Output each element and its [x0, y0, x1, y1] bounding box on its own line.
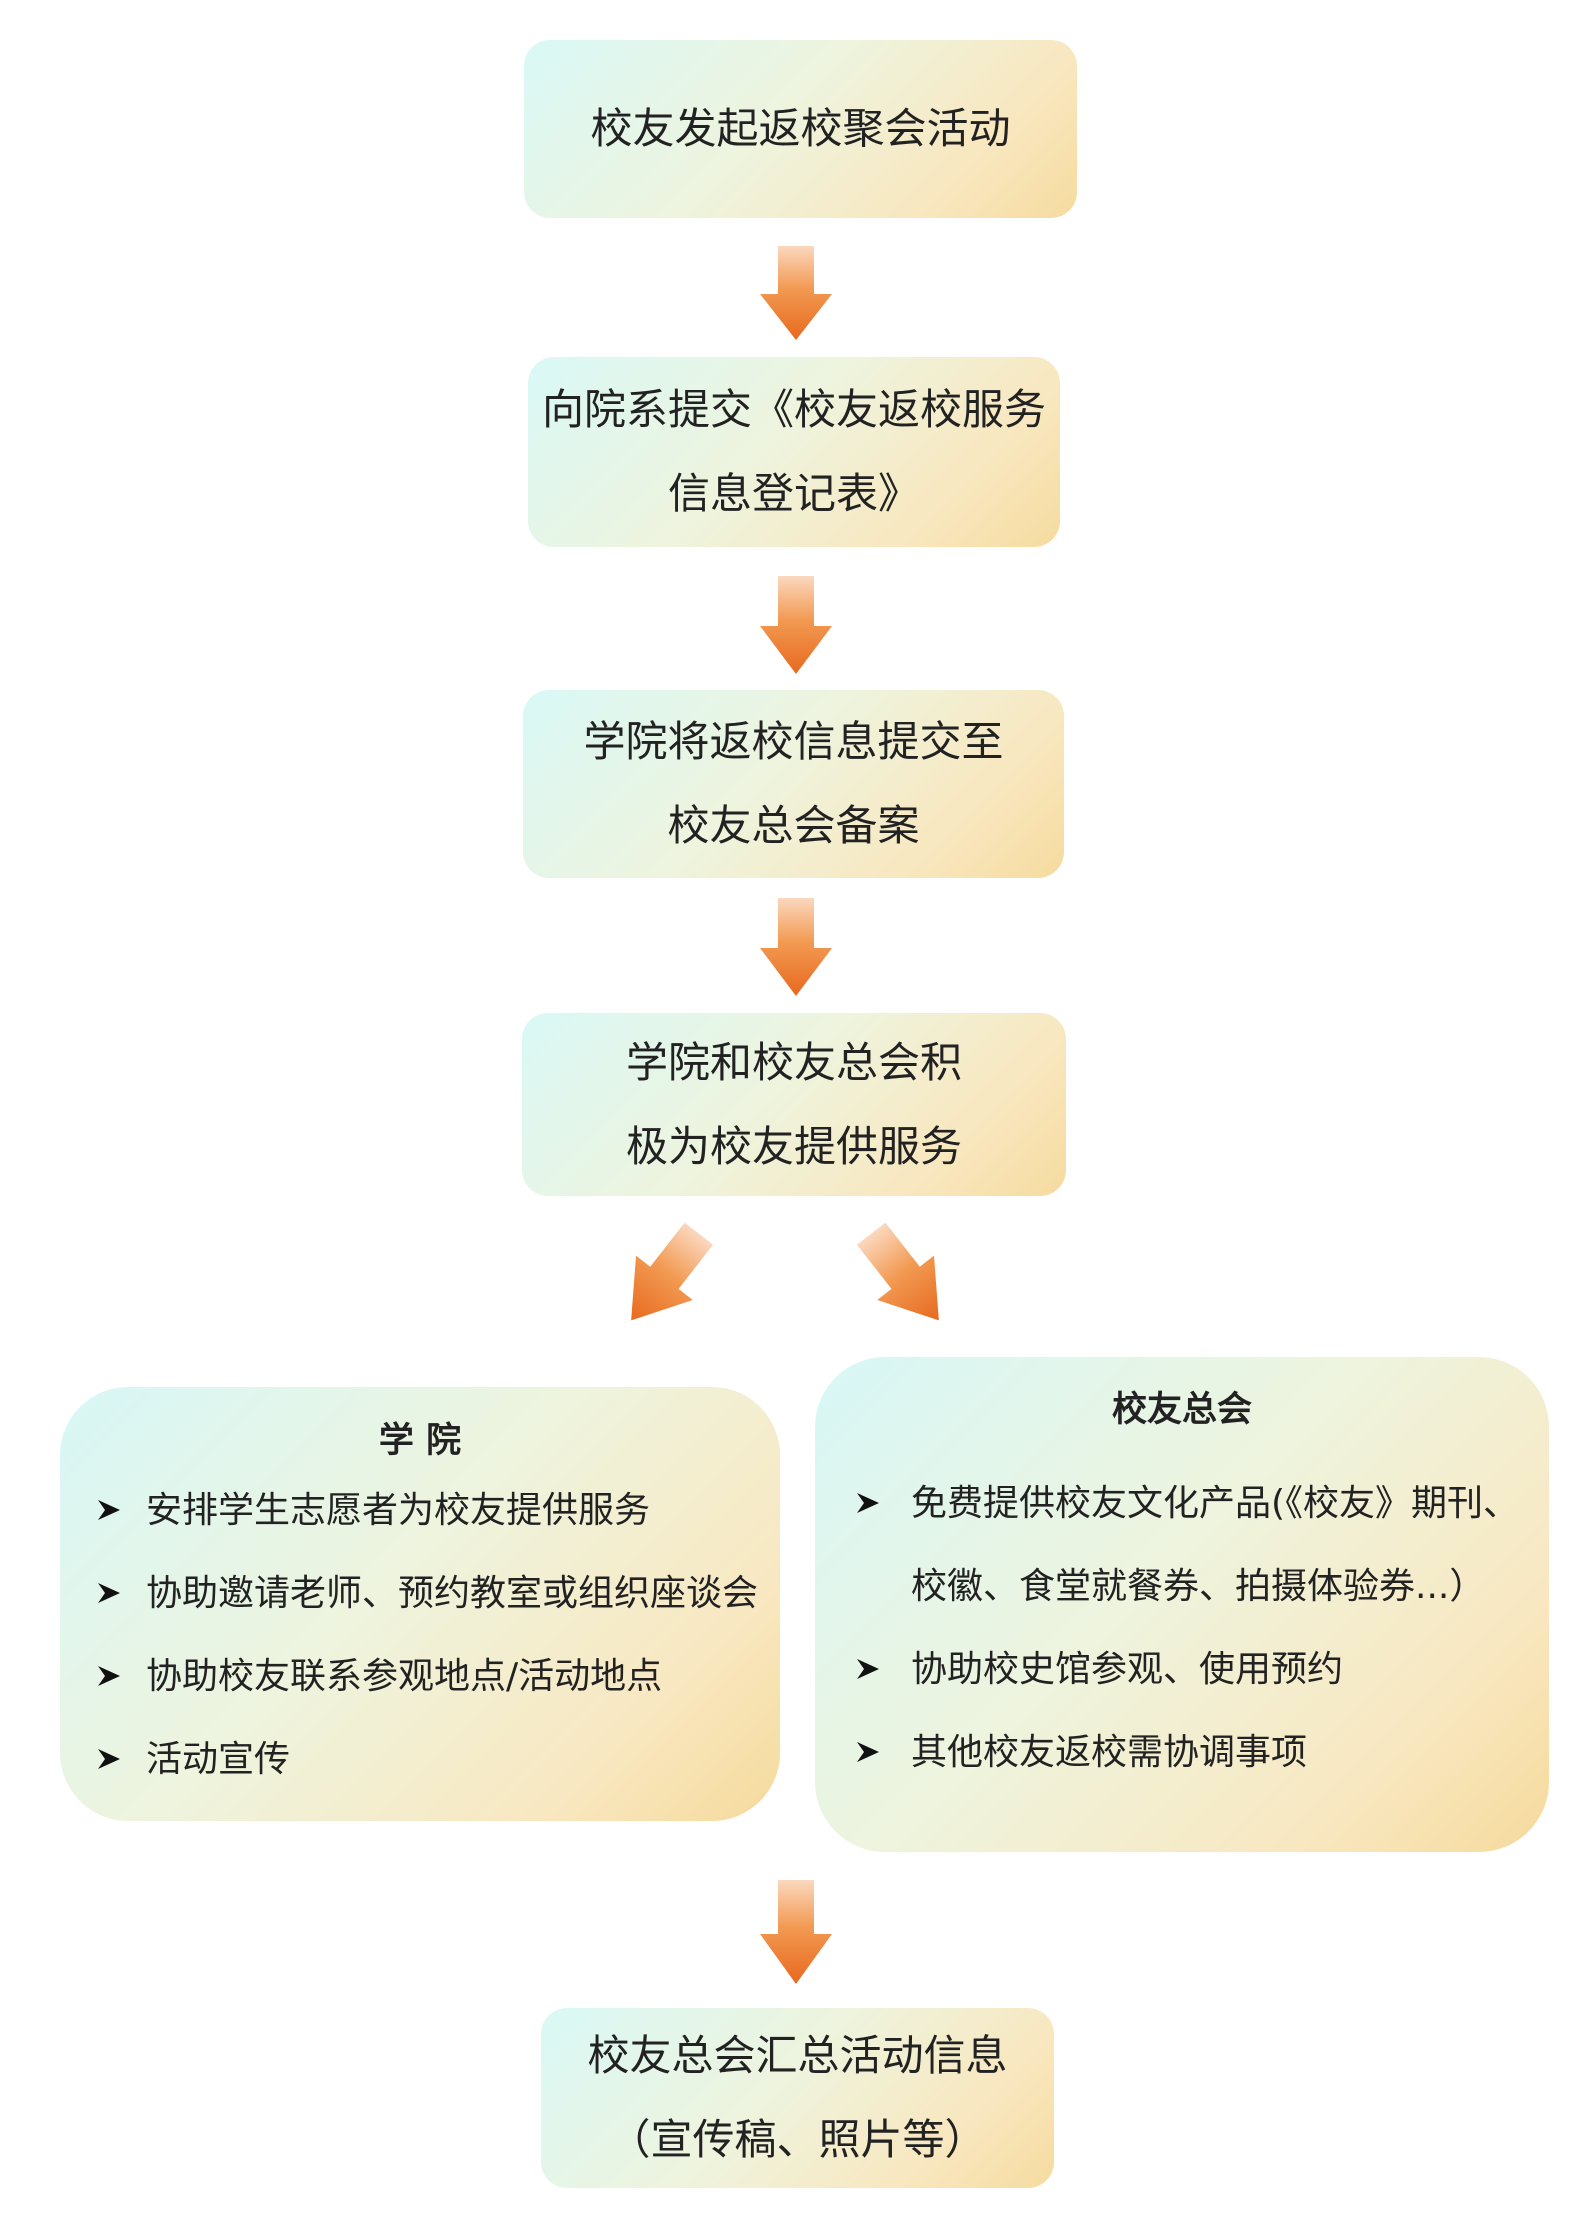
- step-4-line-1: 学院和校友总会积: [625, 1037, 962, 1087]
- arrow-bullet-icon: [857, 1493, 879, 1513]
- arrow-bullet-icon: [98, 1749, 120, 1769]
- step-2-line-1: 向院系提交《校友返校服务: [541, 385, 1046, 434]
- step-5-line-1: 校友总会汇总活动信息: [587, 2031, 1008, 2080]
- step-4-box: 学院和校友总会积 极为校友提供服务: [522, 1013, 1066, 1196]
- step-2-box: 向院系提交《校友返校服务 信息登记表》: [528, 357, 1060, 547]
- step-5-line-2: （宣传稿、照片等）: [608, 2115, 987, 2164]
- association-item: 免费提供校友文化产品(《校友》期刊、: [911, 1483, 1520, 1524]
- college-title: 学 院: [378, 1421, 462, 1461]
- down-right-arrow-icon: [856, 1222, 939, 1321]
- association-panel: 校友总会 免费提供校友文化产品(《校友》期刊、 校徽、食堂就餐券、拍摄体验券..…: [815, 1357, 1549, 1852]
- association-item: 协助校史馆参观、使用预约: [911, 1649, 1344, 1690]
- arrow-bullet-icon: [98, 1500, 120, 1520]
- step-3-line-1: 学院将返校信息提交至: [583, 717, 1004, 766]
- step-5-box: 校友总会汇总活动信息 （宣传稿、照片等）: [541, 2008, 1054, 2188]
- arrow-bullet-icon: [98, 1666, 120, 1686]
- arrow-bullet-icon: [857, 1659, 879, 1679]
- down-arrow-icon: [760, 1880, 832, 1984]
- step-2-line-2: 信息登记表》: [667, 469, 920, 518]
- college-item: 安排学生志愿者为校友提供服务: [146, 1490, 651, 1531]
- association-item-continued: 校徽、食堂就餐券、拍摄体验券...）: [911, 1566, 1486, 1607]
- arrow-bullet-icon: [857, 1742, 879, 1762]
- step-1-box: 校友发起返校聚会活动: [524, 40, 1077, 218]
- college-item: 活动宣传: [146, 1739, 291, 1780]
- down-arrow-icon: [760, 898, 832, 996]
- college-panel: 学 院 安排学生志愿者为校友提供服务 协助邀请老师、预约教室或组织座谈会 协助校…: [60, 1387, 780, 1821]
- college-item: 协助校友联系参观地点/活动地点: [146, 1656, 663, 1697]
- down-left-arrow-icon: [631, 1222, 714, 1321]
- down-arrow-icon: [760, 246, 832, 340]
- association-title: 校友总会: [1111, 1390, 1252, 1430]
- step-3-line-2: 校友总会备案: [667, 801, 920, 850]
- step-4-line-2: 极为校友提供服务: [625, 1121, 962, 1171]
- association-item: 其他校友返校需协调事项: [911, 1732, 1308, 1773]
- step-3-box: 学院将返校信息提交至 校友总会备案: [523, 690, 1064, 878]
- college-item: 协助邀请老师、预约教室或组织座谈会: [146, 1573, 759, 1614]
- step-1-line-1: 校友发起返校聚会活动: [590, 104, 1011, 153]
- arrow-bullet-icon: [98, 1583, 120, 1603]
- down-arrow-icon: [760, 576, 832, 674]
